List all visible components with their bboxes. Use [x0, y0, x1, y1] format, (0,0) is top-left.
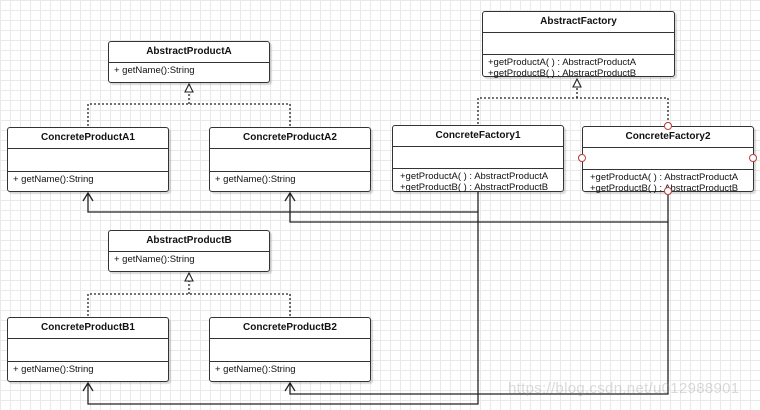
class-concrete-product-b1[interactable]: ConcreteProductB1 + getName():String	[7, 317, 169, 382]
operation: +getProductA( ) : AbstractProductA	[590, 172, 739, 183]
class-name: ConcreteProductA1	[8, 128, 168, 149]
class-concrete-product-a1[interactable]: ConcreteProductA1 + getName():String	[7, 127, 169, 192]
realization-arrowhead-product-b	[184, 271, 194, 282]
operation: +getProductB( ) : AbstractProductB	[488, 68, 637, 79]
realization-a1-to-product-a	[87, 103, 291, 126]
realization-arrowhead-abstract-factory	[572, 77, 582, 88]
class-abstract-product-a[interactable]: AbstractProductA + getName():String	[108, 41, 270, 83]
operation: + getName():String	[114, 65, 195, 76]
operation: +getProductB( ) : AbstractProductB	[590, 183, 739, 194]
class-operations: + getName():String	[109, 252, 269, 267]
arrowhead-b2	[284, 381, 296, 392]
realization-arrowhead-product-a	[184, 82, 194, 93]
operation: +getProductA( ) : AbstractProductA	[400, 171, 549, 182]
class-concrete-factory2[interactable]: ConcreteFactory2 +getProductA( ) : Abstr…	[582, 126, 754, 194]
class-attributes	[210, 339, 370, 362]
class-name: ConcreteProductB1	[8, 318, 168, 339]
class-name: ConcreteProductB2	[210, 318, 370, 339]
realization-b1-to-product-b	[87, 293, 291, 316]
class-attributes	[583, 148, 753, 170]
class-name: AbstractFactory	[483, 12, 674, 33]
class-name: AbstractProductB	[109, 231, 269, 252]
class-operations: + getName():String	[210, 172, 370, 187]
dependency-factory2-to-a2	[289, 193, 669, 223]
class-concrete-product-a2[interactable]: ConcreteProductA2 + getName():String	[209, 127, 371, 192]
class-operations: +getProductA( ) : AbstractProductA +getP…	[583, 170, 753, 196]
class-operations: + getName():String	[8, 362, 168, 377]
class-attributes	[483, 33, 674, 55]
class-operations: +getProductA( ) : AbstractProductA +getP…	[483, 55, 674, 81]
class-abstract-factory[interactable]: AbstractFactory +getProductA( ) : Abstra…	[482, 11, 675, 79]
class-attributes	[8, 339, 168, 362]
class-operations: + getName():String	[210, 362, 370, 377]
class-attributes	[8, 149, 168, 172]
operation: + getName():String	[13, 174, 94, 185]
dependency-factory1-to-b1	[87, 212, 479, 405]
class-operations: + getName():String	[109, 63, 269, 78]
class-abstract-product-b[interactable]: AbstractProductB + getName():String	[108, 230, 270, 272]
operation: +getProductB( ) : AbstractProductB	[400, 182, 549, 193]
operation: + getName():String	[215, 174, 296, 185]
class-operations: + getName():String	[8, 172, 168, 187]
dependency-factory2-to-b2	[289, 222, 669, 395]
operation: + getName():String	[13, 364, 94, 375]
class-name: ConcreteProductA2	[210, 128, 370, 149]
class-name: AbstractProductA	[109, 42, 269, 63]
arrowhead-a2	[284, 191, 296, 202]
class-attributes	[393, 147, 563, 169]
arrowhead-a1	[82, 191, 94, 202]
class-concrete-product-b2[interactable]: ConcreteProductB2 + getName():String	[209, 317, 371, 382]
operation: +getProductA( ) : AbstractProductA	[488, 57, 637, 68]
watermark: https://blog.csdn.net/u012988901	[508, 380, 740, 397]
dependency-factory1-to-a1	[87, 192, 479, 213]
class-name: ConcreteFactory2	[583, 127, 753, 148]
class-name: ConcreteFactory1	[393, 126, 563, 147]
operation: + getName():String	[114, 254, 195, 265]
operation: + getName():String	[215, 364, 296, 375]
arrowhead-b1	[82, 381, 94, 392]
realization-factories-to-abstract-factory	[477, 97, 669, 124]
class-operations: +getProductA( ) : AbstractProductA +getP…	[393, 169, 563, 195]
class-concrete-factory1[interactable]: ConcreteFactory1 +getProductA( ) : Abstr…	[392, 125, 564, 195]
class-attributes	[210, 149, 370, 172]
